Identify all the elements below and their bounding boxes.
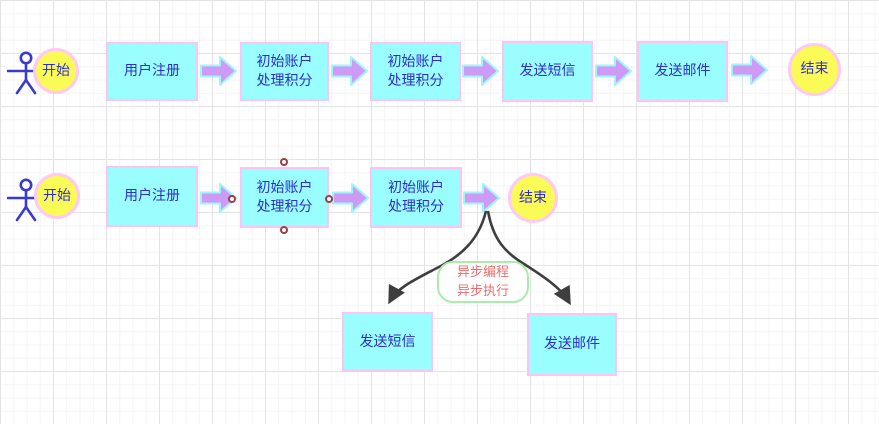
block-arrow-icon — [731, 55, 768, 85]
task-label: 初始账户 处理积分 — [387, 53, 444, 89]
task-label: 发送短信 — [359, 333, 416, 350]
block-arrow-icon — [463, 183, 500, 213]
start-node-label: 开始 — [42, 62, 70, 79]
connection-handle-right[interactable] — [325, 195, 333, 203]
task-label: 用户注册 — [124, 188, 180, 205]
flow-arrow[interactable] — [731, 54, 769, 86]
task-init-points-2-async[interactable]: 初始账户 处理积分 — [370, 167, 462, 228]
stick-figure-icon — [6, 178, 40, 222]
end-node-sync[interactable]: 结束 — [788, 43, 841, 96]
end-node-label: 结束 — [519, 189, 547, 206]
block-arrow-icon — [462, 56, 499, 86]
connection-handle-left[interactable] — [228, 195, 236, 203]
block-arrow-icon — [332, 183, 369, 213]
end-node-async[interactable]: 结束 — [508, 173, 558, 223]
async-annotation-label: 异步编程 异步执行 — [456, 264, 509, 300]
start-node-async[interactable]: 开始 — [34, 173, 80, 219]
task-label: 初始账户 处理积分 — [256, 53, 313, 89]
task-init-points-1-async[interactable]: 初始账户 处理积分 — [240, 167, 329, 228]
task-init-points-2-sync[interactable]: 初始账户 处理积分 — [370, 42, 461, 101]
task-send-email-sync[interactable]: 发送邮件 — [637, 41, 728, 102]
task-send-email-async[interactable]: 发送邮件 — [527, 313, 617, 376]
task-label: 初始账户 处理积分 — [256, 179, 313, 215]
task-user-register-sync[interactable]: 用户注册 — [106, 42, 198, 101]
async-connector-to-email[interactable] — [486, 210, 571, 306]
block-arrow-icon — [331, 56, 368, 86]
task-label: 发送邮件 — [544, 336, 600, 353]
block-arrow-icon — [200, 56, 237, 86]
task-user-register-async[interactable]: 用户注册 — [106, 166, 198, 227]
connection-handle-top[interactable] — [280, 158, 288, 166]
flow-arrow[interactable] — [332, 182, 370, 214]
task-label: 初始账户 处理积分 — [388, 179, 444, 215]
end-node-label: 结束 — [800, 61, 829, 78]
flow-arrow[interactable] — [200, 182, 238, 214]
connection-handle-bottom[interactable] — [280, 226, 288, 234]
async-annotation-bubble[interactable]: 异步编程 异步执行 — [437, 261, 529, 303]
stick-figure-icon — [6, 51, 40, 95]
task-send-sms-async[interactable]: 发送短信 — [342, 312, 433, 372]
start-node-label: 开始 — [43, 187, 71, 204]
task-send-sms-sync[interactable]: 发送短信 — [502, 41, 593, 102]
block-arrow-icon — [200, 183, 237, 213]
task-label: 发送邮件 — [654, 63, 711, 80]
task-label: 发送短信 — [519, 63, 576, 80]
flow-arrow[interactable] — [200, 55, 238, 87]
task-label: 用户注册 — [124, 63, 180, 80]
async-connector-to-sms[interactable] — [388, 210, 488, 305]
actor-icon[interactable] — [6, 177, 40, 223]
flow-arrow[interactable] — [331, 55, 369, 87]
flow-arrow[interactable] — [463, 182, 501, 214]
actor-icon[interactable] — [6, 50, 40, 96]
flow-arrow[interactable] — [595, 55, 633, 87]
task-init-points-1-sync[interactable]: 初始账户 处理积分 — [240, 42, 329, 101]
block-arrow-icon — [595, 56, 632, 86]
flow-arrow[interactable] — [462, 55, 500, 87]
start-node-sync[interactable]: 开始 — [33, 48, 79, 94]
